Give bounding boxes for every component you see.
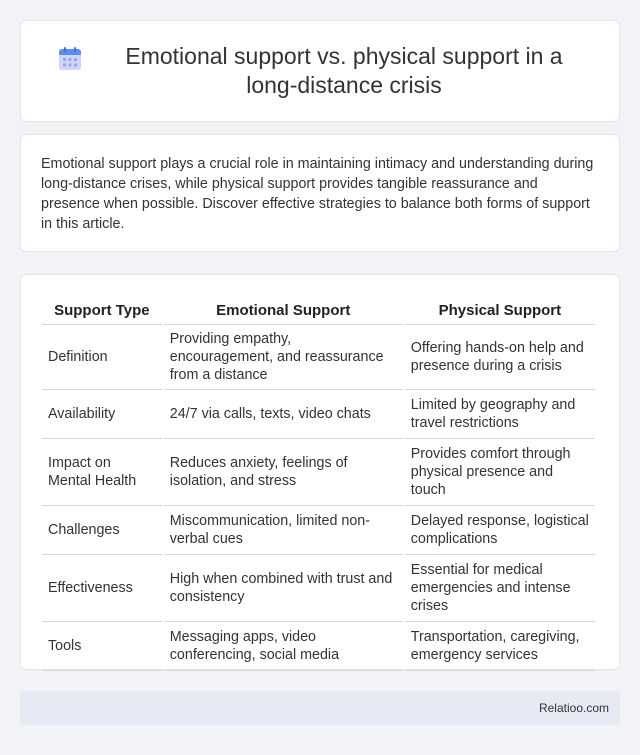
table-header-row: Support Type Emotional Support Physical … — [42, 295, 595, 325]
calendar-icon — [59, 47, 81, 70]
table-row: Tools Messaging apps, video conferencing… — [42, 622, 595, 671]
row-label: Impact on Mental Health — [42, 439, 162, 506]
emotional-cell: High when combined with trust and consis… — [163, 555, 403, 622]
intro-text: Emotional support plays a crucial role i… — [41, 156, 594, 232]
emotional-cell: Miscommunication, limited non-verbal cue… — [163, 506, 403, 555]
header-support-type: Support Type — [42, 295, 162, 325]
emotional-cell: Providing empathy, encouragement, and re… — [163, 325, 403, 390]
intro-card: Emotional support plays a crucial role i… — [20, 134, 620, 252]
footer-site-link[interactable]: Relatioo.com — [538, 701, 609, 715]
table-card: Support Type Emotional Support Physical … — [20, 274, 620, 671]
physical-cell: Essential for medical emergencies and in… — [404, 555, 595, 622]
emotional-cell: 24/7 via calls, texts, video chats — [163, 390, 403, 439]
footer: Relatioo.com — [20, 691, 620, 725]
physical-cell: Provides comfort through physical presen… — [404, 439, 595, 506]
table-row: Availability 24/7 via calls, texts, vide… — [42, 390, 595, 439]
comparison-table: Support Type Emotional Support Physical … — [40, 295, 597, 671]
physical-cell: Delayed response, logistical complicatio… — [404, 506, 595, 555]
row-label: Tools — [42, 622, 162, 671]
table-row: Definition Providing empathy, encouragem… — [42, 325, 595, 390]
physical-cell: Offering hands-on help and presence duri… — [404, 325, 595, 390]
table-row: Challenges Miscommunication, limited non… — [42, 506, 595, 555]
row-label: Definition — [42, 325, 162, 390]
physical-cell: Transportation, caregiving, emergency se… — [404, 622, 595, 671]
title-card: Emotional support vs. physical support i… — [20, 20, 620, 122]
page-title: Emotional support vs. physical support i… — [125, 43, 563, 98]
header-emotional-support: Emotional Support — [163, 295, 403, 325]
emotional-cell: Reduces anxiety, feelings of isolation, … — [163, 439, 403, 506]
row-label: Availability — [42, 390, 162, 439]
table-row: Effectiveness High when combined with tr… — [42, 555, 595, 622]
emotional-cell: Messaging apps, video conferencing, soci… — [163, 622, 403, 671]
header-physical-support: Physical Support — [404, 295, 595, 325]
physical-cell: Limited by geography and travel restrict… — [404, 390, 595, 439]
row-label: Challenges — [42, 506, 162, 555]
table-row: Impact on Mental Health Reduces anxiety,… — [42, 439, 595, 506]
row-label: Effectiveness — [42, 555, 162, 622]
title-wrap: Emotional support vs. physical support i… — [21, 42, 619, 100]
